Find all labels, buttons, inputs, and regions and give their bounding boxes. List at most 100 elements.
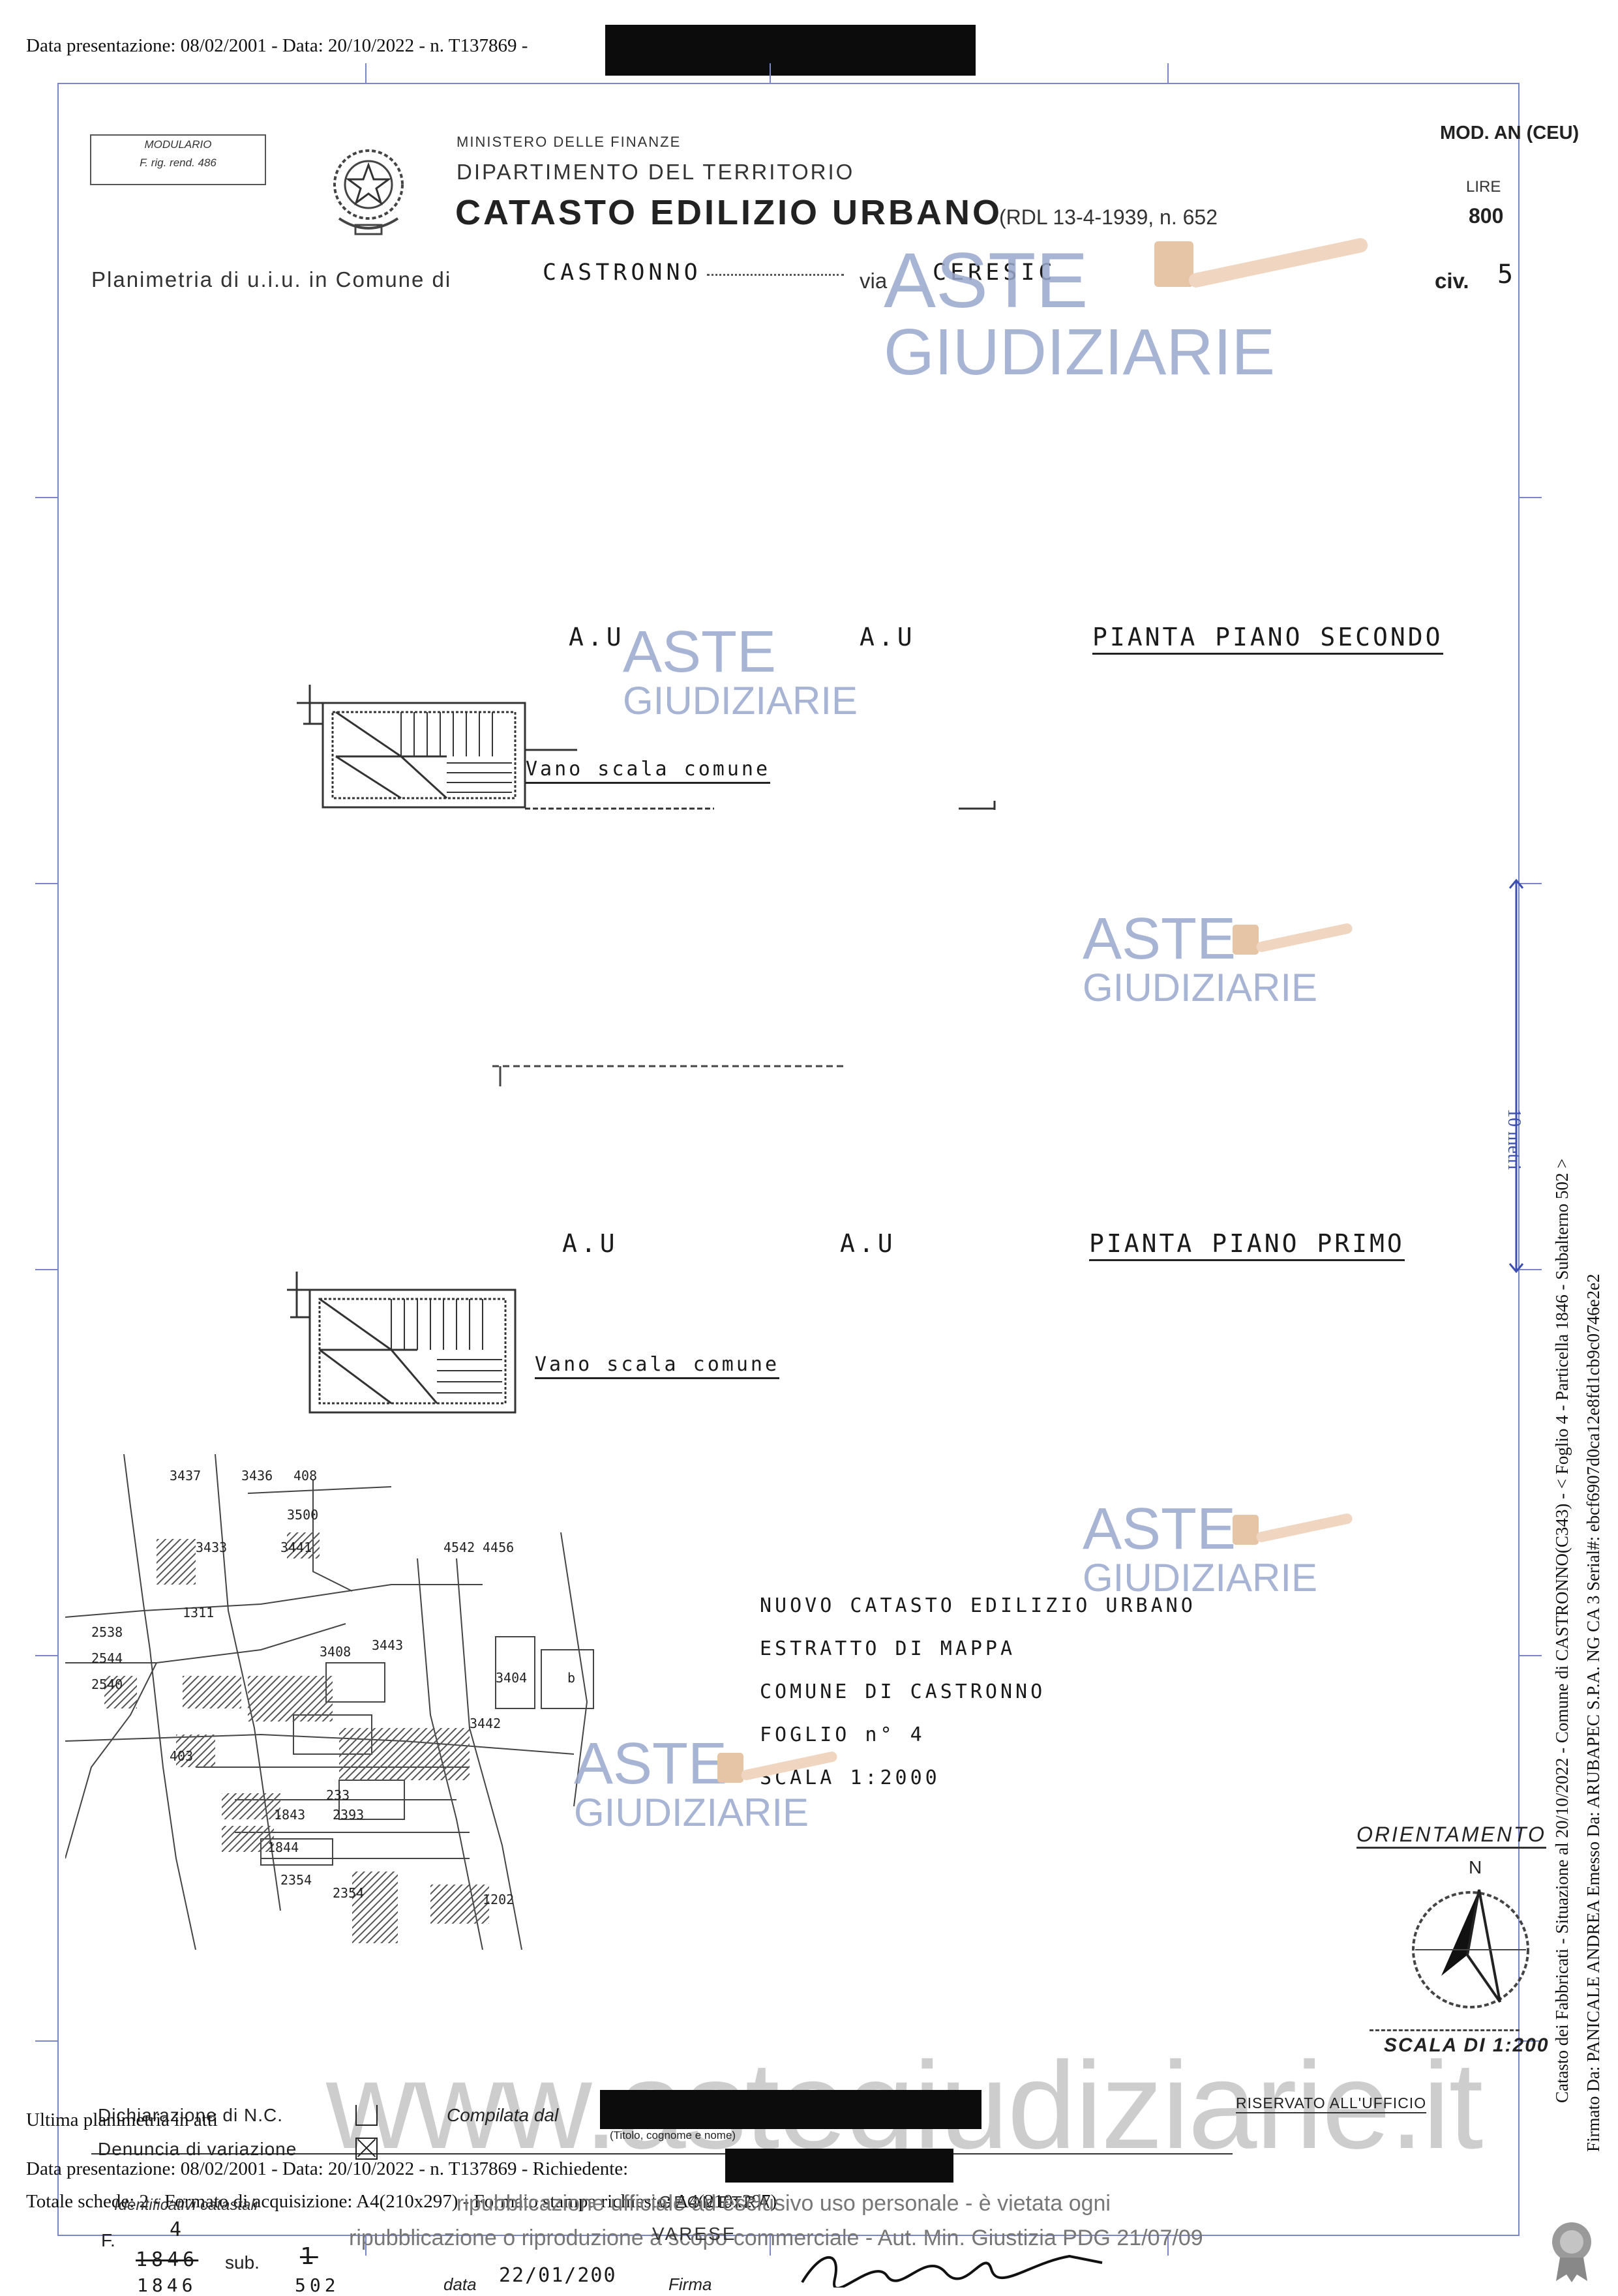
- parcel-label: 2544: [91, 1650, 123, 1666]
- side-text-signature: Firmato Da: PANICALE ANDREA Emesso Da: A…: [1583, 1274, 1603, 2152]
- side-text-cadastral: Catasto dei Fabbricati - Situazione al 2…: [1552, 1158, 1572, 2103]
- parcel-label: 1311: [183, 1605, 214, 1620]
- planimetria-label: Planimetria di u.i.u. in Comune di: [91, 267, 452, 291]
- sub-new: 502: [295, 2274, 340, 2296]
- parcel-label: 2354: [280, 1872, 312, 1888]
- disclaimer-line-2: ripubblicazione o riproduzione a scopo c…: [349, 2226, 1203, 2250]
- foglio-label: F.: [101, 2230, 115, 2250]
- au-label-second-right: A.U: [860, 623, 916, 651]
- footer-schede-line: Totale schede: 2 - Formato di acquisizio…: [26, 2191, 777, 2212]
- parcel-label: 1202: [483, 1892, 514, 1907]
- lire-value: 800: [1469, 204, 1504, 228]
- state-emblem-icon: [333, 149, 404, 235]
- cadastral-map: 3437 3436 408 3500 3433 3441 4542 4456 1311 2538 2…: [65, 1454, 594, 1950]
- compilata-label: Compilata dal: [447, 2105, 559, 2125]
- au-label-second-left: A.U: [569, 623, 625, 651]
- redacted-applicant: [605, 25, 976, 76]
- map-info-block: NUOVO CATASTO EDILIZIO URBANO ESTRATTO D…: [760, 1585, 1196, 1800]
- modulario-box: MODULARIO F. rig. rend. 486: [90, 134, 266, 185]
- map-info-line-1: NUOVO CATASTO EDILIZIO URBANO: [760, 1594, 1196, 1617]
- ultima-planimetria: Ultima planimetria in atti: [26, 2110, 218, 2130]
- redacted-compiler: [600, 2090, 981, 2129]
- compilata-subtitle: (Titolo, cognome e nome): [610, 2129, 736, 2141]
- civ-value: 5: [1497, 260, 1518, 290]
- disclaimer-line-1: ripubblicazione ufficiale ad esclusivo u…: [457, 2191, 1111, 2216]
- parcel-label: 3443: [372, 1637, 403, 1653]
- provincia-value: VARESE: [652, 2224, 737, 2244]
- parcel-label: 2538: [91, 1624, 123, 1640]
- dotted-fill: [707, 274, 844, 276]
- particella-new: 1846: [137, 2274, 197, 2296]
- second-floor-stair-label: Vano scala comune: [526, 758, 771, 784]
- parcel-label: 1844: [267, 1840, 299, 1855]
- parcel-label: 2540: [91, 1677, 123, 1692]
- map-info-line-4: FOGLIO n° 4: [760, 1723, 925, 1746]
- first-floor-stair-plan: [287, 1272, 517, 1414]
- model-code: MOD. AN (CEU): [1440, 123, 1580, 143]
- data-label: data: [443, 2274, 477, 2294]
- scale-bar-label: 10 metri: [1504, 1109, 1524, 1170]
- riservato-label: RISERVATO ALL'UFFICIO: [1236, 2095, 1427, 2113]
- parcel-label: 4456: [483, 1540, 514, 1555]
- scala-label: SCALA DI 1:200: [1384, 2035, 1550, 2056]
- parcel-label: 1843: [274, 1807, 305, 1823]
- denuncia-label: Denuncia di variazione: [98, 2139, 297, 2159]
- ministry-name: MINISTERO DELLE FINANZE: [457, 134, 682, 150]
- compass-icon: [1412, 1889, 1529, 2008]
- parcel-label: 233: [326, 1787, 350, 1803]
- north-label: N: [1469, 1857, 1482, 1877]
- parcel-label: 2393: [333, 1807, 364, 1823]
- parcel-label: 3441: [280, 1540, 312, 1555]
- gavel-icon: [1154, 238, 1368, 288]
- aste-watermark-4: ASTE GIUDIZIARIE: [1083, 1497, 1318, 1600]
- gavel-icon-5: [717, 1752, 837, 1783]
- sub-label: sub.: [225, 2252, 260, 2273]
- parcel-label: 3442: [470, 1716, 501, 1731]
- nc-checkbox: [355, 2105, 378, 2126]
- via-value: CERESIC: [933, 260, 1056, 286]
- parcel-label: 3408: [320, 1644, 351, 1660]
- comune-value: CASTRONNO: [543, 260, 702, 286]
- first-floor-title: PIANTA PIANO PRIMO: [1089, 1229, 1405, 1261]
- bottom-rule: [91, 2153, 1233, 2154]
- first-floor-stair-label: Vano scala comune: [535, 1353, 780, 1379]
- decree-reference: (RDL 13-4-1939, n. 652: [999, 205, 1218, 229]
- aste-watermark-3: ASTE GIUDIZIARIE: [1083, 906, 1318, 1009]
- footer-presentation-line: Data presentazione: 08/02/2001 - Data: 2…: [26, 2158, 629, 2179]
- variazione-checkbox: [355, 2138, 378, 2160]
- form-frame: [35, 63, 1542, 2256]
- parcel-label: 4542: [443, 1540, 475, 1555]
- au-label-first-right: A.U: [840, 1229, 897, 1258]
- department-name: DIPARTIMENTO DEL TERRITORIO: [457, 160, 855, 184]
- parcel-label: 3436: [241, 1468, 273, 1483]
- redacted-requester: [725, 2149, 953, 2183]
- parcel-label: 3433: [196, 1540, 227, 1555]
- geometra-label: GEOMETRA: [659, 2192, 772, 2212]
- second-floor-stair-plan: [297, 685, 996, 810]
- middle-dashed-line: [492, 1065, 845, 1086]
- parcel-label: 3500: [287, 1507, 318, 1523]
- sub-old: 1: [300, 2243, 318, 2270]
- gavel-icon-3: [1233, 923, 1353, 955]
- particella-old: 1846: [136, 2248, 199, 2271]
- orientamento-label: ORIENTAMENTO: [1356, 1823, 1546, 1849]
- data-value: 22/01/200: [499, 2264, 617, 2287]
- via-label: via: [860, 269, 888, 293]
- aste-watermark-5: ASTE GIUDIZIARIE: [574, 1731, 809, 1834]
- parcel-label: 403: [170, 1748, 193, 1764]
- firma-label: Firma: [668, 2274, 712, 2294]
- parcel-label: 408: [293, 1468, 317, 1483]
- aste-watermark-2: ASTE GIUDIZIARIE: [623, 619, 858, 723]
- lire-label: LIRE: [1466, 178, 1501, 196]
- au-label-first-left: A.U: [562, 1229, 619, 1258]
- dichiarazione-label: Dichiarazione di N.C.: [98, 2105, 283, 2125]
- foglio-value: 4: [170, 2218, 186, 2241]
- parcel-label: b: [567, 1670, 575, 1686]
- map-info-line-2: ESTRATTO DI MAPPA: [760, 1637, 1016, 1660]
- scale-bar: [1508, 878, 1524, 1274]
- civ-label: civ.: [1435, 269, 1469, 293]
- parcel-label: 3437: [170, 1468, 201, 1483]
- aste-watermark: ASTE GIUDIZIARIE: [884, 237, 1276, 389]
- gavel-icon-4: [1233, 1513, 1353, 1545]
- signature-mark: [801, 2254, 1103, 2288]
